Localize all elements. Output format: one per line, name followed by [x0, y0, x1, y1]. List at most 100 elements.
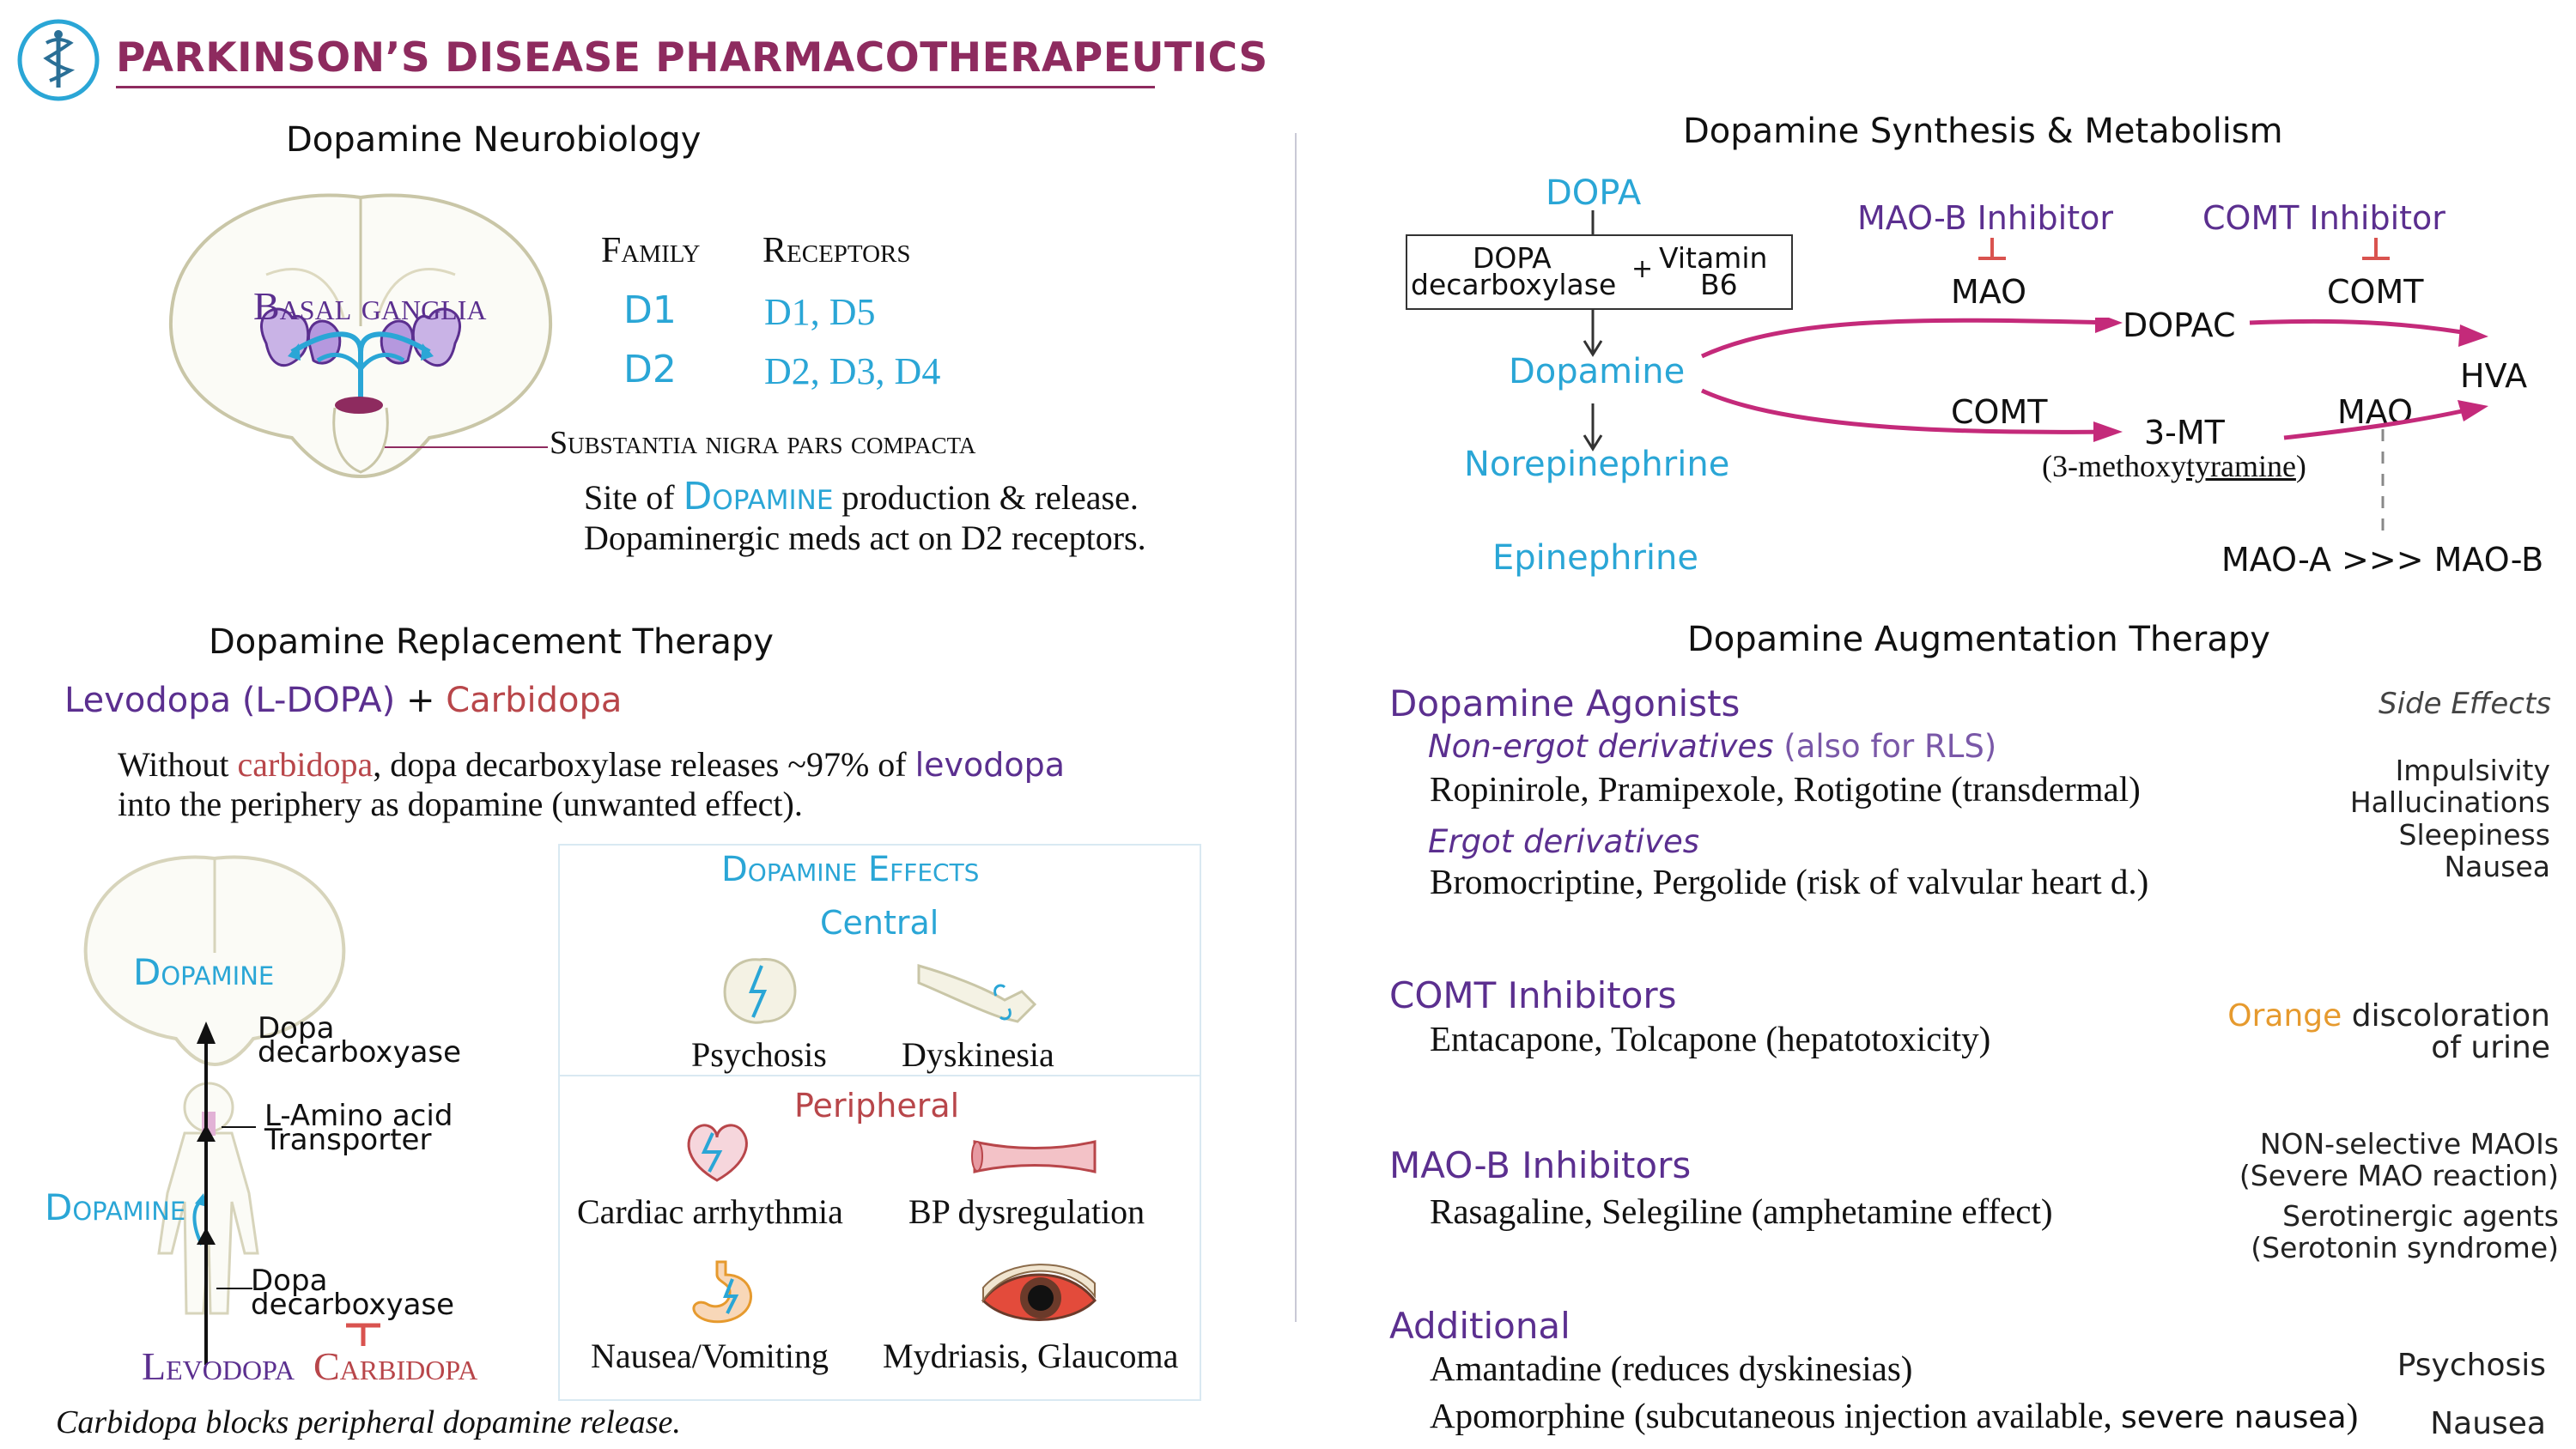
brain-body-illustration — [73, 850, 356, 1331]
maob-side-2: (Severe MAO reaction) — [2239, 1159, 2559, 1192]
maob-inhibitors-title: MAO-B Inhibitors — [1389, 1144, 1692, 1186]
agonist-side-4: Nausea — [2444, 850, 2550, 883]
without-levodopa: levodopa — [914, 746, 1066, 784]
mao-label-1: MAO — [1951, 273, 2027, 311]
peripheral-label: Peripheral — [794, 1087, 960, 1125]
carbidopa-block-icon — [342, 1322, 385, 1348]
bp-label: BP dysregulation — [908, 1192, 1145, 1231]
without-carbidopa: carbidopa — [237, 745, 374, 784]
comt-inhibitors-title: COMT Inhibitors — [1389, 974, 1677, 1016]
psychosis-label: Psychosis — [691, 1035, 827, 1074]
decarboxylase-box — [1406, 234, 1793, 310]
nonergot-line: Non-ergot derivatives (also for RLS) — [1428, 728, 1996, 765]
box-decarboxylase: decarboxylase — [1411, 268, 1617, 301]
additional-title: Additional — [1389, 1305, 1571, 1347]
site-dopamine: Dopamine — [683, 475, 834, 518]
comt-inhibitor-label: COMT Inhibitor — [2202, 199, 2445, 237]
comt-side-1: Orange discoloration — [2227, 998, 2550, 1034]
without-line-2: into the periphery as dopamine (unwanted… — [118, 785, 803, 823]
receptors-d2: D2, D3, D4 — [764, 350, 941, 392]
methoxy-a: (3-methoxy — [2042, 449, 2186, 483]
dopac-label: DOPAC — [2123, 306, 2236, 344]
side-effects-header: Side Effects — [2379, 687, 2552, 721]
dopamine-top-label: Dopamine — [133, 951, 275, 993]
stomach-icon — [683, 1258, 760, 1326]
box-dopa: DOPA — [1473, 241, 1552, 275]
levodopa-label: Levodopa (L-DOPA) — [64, 681, 396, 720]
without-a: Without — [118, 745, 238, 784]
carbidopa-label: Carbidopa — [446, 681, 623, 720]
comt-drugs: Entacapone, Tolcapone (hepatotoxicity) — [1430, 1019, 1991, 1058]
additional-side-1: Psychosis — [2397, 1348, 2546, 1383]
levodopa-carbidopa-line: Levodopa (L-DOPA) + Carbidopa — [64, 681, 622, 720]
column-divider — [1295, 133, 1297, 1322]
effects-divider — [558, 1075, 1201, 1076]
agonists-title: Dopamine Agonists — [1389, 682, 1741, 724]
family-header: Family — [601, 231, 701, 270]
dopamine-effects-box — [558, 844, 1201, 1401]
footnote: Carbidopa blocks peripheral dopamine rel… — [56, 1404, 681, 1440]
ergot-drugs: Bromocriptine, Pergolide (risk of valvul… — [1430, 862, 2149, 901]
maob-drugs: Rasagaline, Selegiline (amphetamine effe… — [1430, 1191, 2053, 1231]
norepinephrine-label: Norepinephrine — [1464, 445, 1730, 484]
neuro-heading: Dopamine Neurobiology — [286, 120, 702, 160]
site-suffix: production & release. — [833, 478, 1139, 517]
nausea-label: Nausea/Vomiting — [591, 1337, 829, 1375]
site-line: Site of Dopamine production & release. — [584, 475, 1139, 518]
agonist-side-3: Sleepiness — [2398, 818, 2550, 852]
synthesis-chain-arrows — [1576, 210, 1610, 537]
transporter-label-b: Transporter — [264, 1123, 432, 1157]
maob-side-3: Serotinergic agents — [2282, 1199, 2559, 1233]
levodopa-pathway-arrow — [193, 1004, 245, 1365]
transporter-label-a: L-Amino acid — [264, 1099, 453, 1133]
dopa-label: DOPA — [1546, 173, 1642, 213]
mao-ab-label: MAO-A >>> MAO-B — [2221, 541, 2544, 579]
box-plus: + — [1631, 254, 1654, 284]
apomorphine-c: ) — [2346, 1396, 2359, 1435]
maob-block-icon — [1973, 236, 2011, 262]
dyskinesia-label: Dyskinesia — [902, 1035, 1054, 1074]
dopa-decarboxylase-top-b: decarboxyase — [258, 1035, 462, 1070]
effects-title: Dopamine Effects — [721, 850, 980, 889]
maob-side-4: (Serotonin syndrome) — [2251, 1231, 2559, 1264]
mt3-label: 3-MT — [2144, 414, 2225, 452]
dopa-decarboxylase-bottom-a: Dopa — [251, 1264, 328, 1298]
mydriasis-label: Mydriasis, Glaucoma — [883, 1337, 1179, 1375]
meds-line: Dopaminergic meds act on D2 receptors. — [584, 518, 1146, 557]
box-b6: B6 — [1700, 268, 1738, 301]
decarboxylase-leader — [216, 1288, 252, 1289]
orange-word: Orange — [2227, 998, 2342, 1034]
heart-icon — [678, 1116, 756, 1185]
logo-icon — [15, 17, 101, 103]
maob-inhibitor-label: MAO-B Inhibitor — [1857, 199, 2113, 237]
eye-icon — [979, 1262, 1099, 1331]
nonergot-drugs: Ropinirole, Pramipexole, Rotigotine (tra… — [1430, 769, 2141, 809]
psychosis-brain-icon — [717, 953, 803, 1030]
comt-label-2: COMT — [1951, 393, 2048, 431]
cardiac-label: Cardiac arrhythmia — [577, 1192, 843, 1231]
apomorphine-line: Apomorphine (subcutaneous injection avai… — [1430, 1395, 2358, 1436]
dopamine-chain-label: Dopamine — [1509, 352, 1686, 391]
box-vitamin: Vitamin — [1659, 241, 1768, 275]
carbidopa-bottom-label: Carbidopa — [313, 1344, 478, 1388]
substantia-label: Substantia nigra pars compacta — [550, 425, 976, 461]
apomorphine-b: severe nausea — [2120, 1400, 2347, 1435]
ergot-label: Ergot derivatives — [1428, 823, 1700, 860]
blood-vessel-icon — [970, 1137, 1099, 1176]
nonergot-label: Non-ergot derivatives — [1428, 728, 1774, 765]
methoxy-c: ) — [2295, 449, 2306, 483]
levodopa-bottom-label: Levodopa — [142, 1344, 295, 1388]
family-d2: D2 — [623, 348, 677, 391]
without-carbidopa-line: Without carbidopa, dopa decarboxylase re… — [118, 744, 1065, 785]
substantia-leader-line — [385, 446, 548, 448]
agonist-side-1: Impulsivity — [2395, 754, 2550, 787]
plus-sign: + — [405, 681, 435, 720]
family-d1: D1 — [623, 288, 677, 332]
without-b: , dopa decarboxylase releases ~97% of — [373, 745, 915, 784]
replacement-heading: Dopamine Replacement Therapy — [209, 622, 774, 662]
central-label: Central — [820, 904, 939, 942]
dyskinesia-arm-icon — [914, 957, 1043, 1030]
amantadine-line: Amantadine (reduces dyskinesias) — [1430, 1349, 1913, 1388]
site-prefix: Site of — [584, 478, 683, 517]
augmentation-heading: Dopamine Augmentation Therapy — [1687, 620, 2270, 659]
